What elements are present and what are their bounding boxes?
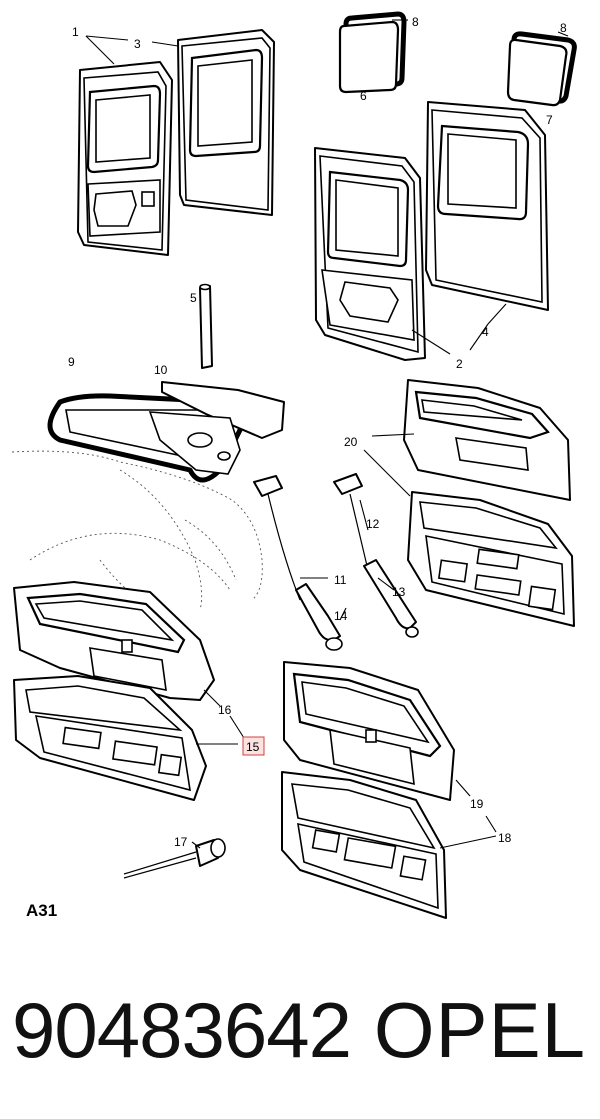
brand-name: OPEL [373,986,586,1074]
callout-4: 4 [482,325,489,339]
callout-17: 17 [174,835,188,849]
rear-door-left-outer[interactable] [177,29,275,216]
seal-strip[interactable] [199,283,213,369]
callouts: 1 2 3 4 5 6 7 8 8 9 10 11 12 13 14 15 16… [68,15,567,849]
callout-5: 5 [190,291,197,305]
callout-1: 1 [72,25,79,39]
gas-strut-left[interactable] [253,475,343,651]
parts-diagram: 1 2 3 4 5 6 7 8 8 9 10 11 12 13 14 15 16… [11,11,577,920]
gas-strut-right[interactable] [333,473,419,638]
rear-door-right-outer[interactable] [425,101,549,311]
callout-15: 15 [246,740,260,754]
window-glass-right[interactable] [506,31,577,107]
hatch-outer-left[interactable] [13,581,215,701]
tailgate-inner-right[interactable] [407,491,575,627]
callout-12: 12 [366,517,380,531]
hatch-inner-left[interactable] [13,675,207,801]
tailgate-trim-panel[interactable] [148,381,285,475]
diagram-reference: A31 [26,901,57,920]
tailgate-inner-lower[interactable] [281,771,447,919]
footer: 90483642 OPEL [0,975,600,1095]
callout-2: 2 [456,357,463,371]
vehicle-outline [11,450,263,611]
callout-18: 18 [498,831,512,845]
rear-door-right-inner[interactable] [314,147,426,361]
leader-lines [85,19,569,849]
callout-14: 14 [334,609,348,623]
callout-8b: 8 [560,21,567,35]
callout-7: 7 [546,113,553,127]
callout-15-highlight [242,736,265,756]
rear-door-left-inner[interactable] [77,61,173,256]
callout-9: 9 [68,355,75,369]
tailgate-outer-lower[interactable] [283,661,455,801]
callout-20: 20 [344,435,358,449]
callout-13: 13 [392,585,406,599]
callout-3: 3 [134,37,141,51]
callout-6: 6 [360,89,367,103]
part-number: 90483642 [12,986,352,1074]
callout-10: 10 [154,363,168,377]
window-glass-left[interactable] [338,11,407,94]
bolt-17[interactable] [123,838,226,879]
callout-16: 16 [218,703,232,717]
callout-11: 11 [334,573,347,587]
callout-19: 19 [470,797,484,811]
callout-8a: 8 [412,15,419,29]
tailgate-outer-right[interactable] [403,379,571,501]
